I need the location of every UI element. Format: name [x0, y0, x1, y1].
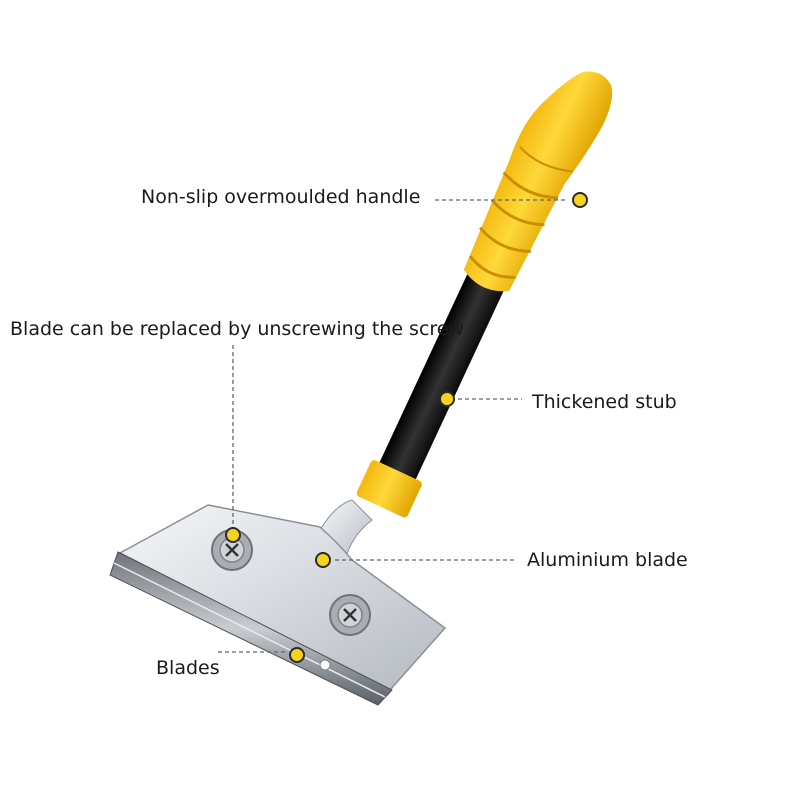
handle — [463, 71, 613, 292]
marker-aluminium — [315, 552, 331, 568]
label-replace: Blade can be replaced by unscrewing the … — [10, 318, 465, 340]
marker-screw — [225, 527, 241, 543]
label-handle: Non-slip overmoulded handle — [141, 186, 421, 208]
label-aluminium: Aluminium blade — [527, 549, 688, 571]
screw-2 — [329, 594, 371, 636]
collar — [356, 460, 422, 518]
markers — [225, 192, 588, 663]
marker-handle — [572, 192, 588, 208]
aluminium-head — [118, 504, 447, 691]
leader-lines — [218, 199, 568, 653]
shaft — [375, 267, 507, 489]
marker-stub — [439, 391, 455, 407]
label-stub: Thickened stub — [532, 391, 677, 413]
blade-hole — [319, 659, 331, 671]
label-blades: Blades — [156, 657, 220, 679]
marker-blades — [289, 647, 305, 663]
